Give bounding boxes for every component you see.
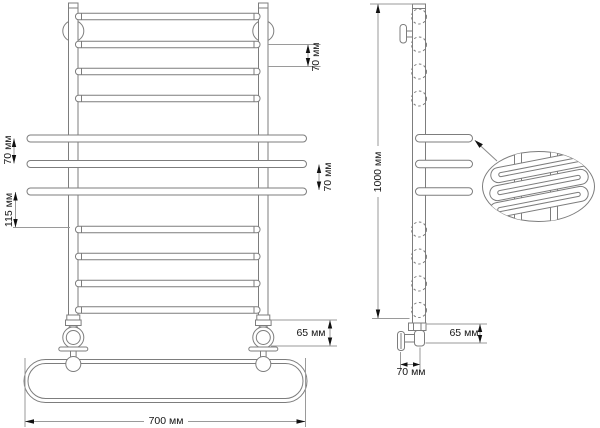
dim-side-valve-height bbox=[425, 323, 487, 344]
side-view bbox=[397, 3, 473, 351]
label-front-width: 700 мм bbox=[148, 414, 184, 427]
callout-leader-arrow-icon bbox=[474, 140, 483, 148]
label-shelf-gap-right: 70 мм bbox=[322, 161, 334, 192]
label-side-valve-height: 65 мм bbox=[449, 326, 479, 339]
label-front-valve-height: 65 мм bbox=[296, 326, 326, 339]
side-shelf-bars bbox=[415, 134, 473, 196]
front-bottom-tube bbox=[23, 359, 308, 403]
callout-leader-line bbox=[477, 143, 498, 162]
dim-front-valve-height bbox=[271, 319, 337, 347]
dim-shelf-to-rung bbox=[13, 192, 70, 228]
dim-wall-offset bbox=[400, 347, 421, 369]
side-hidden-holes bbox=[411, 8, 427, 318]
label-shelf-gap-left: 70 мм bbox=[1, 135, 14, 165]
label-wall-offset: 70 мм bbox=[396, 365, 426, 378]
dim-shelf-gap-right bbox=[316, 164, 322, 190]
front-post-right bbox=[258, 2, 269, 316]
label-top-rung-gap: 70 мм bbox=[309, 41, 322, 72]
side-valve bbox=[397, 322, 427, 351]
label-shelf-to-rung: 115 мм bbox=[3, 192, 15, 227]
dim-front-width bbox=[24, 358, 306, 427]
dim-top-rung-gap bbox=[268, 44, 321, 67]
side-wall-bracket bbox=[399, 24, 413, 44]
front-valve-right bbox=[248, 314, 279, 372]
label-side-height: 1000 мм bbox=[371, 151, 384, 192]
front-lower-rungs bbox=[75, 225, 261, 314]
callout-hairpin-tubes bbox=[489, 151, 590, 219]
front-post-left bbox=[68, 2, 79, 316]
dim-side-height bbox=[370, 3, 413, 319]
front-shelf-bars bbox=[26, 134, 307, 196]
front-top-rungs bbox=[75, 12, 261, 103]
front-valve-left bbox=[58, 314, 89, 372]
dim-shelf-gap-left bbox=[11, 138, 17, 164]
front-view bbox=[23, 2, 308, 403]
detail-callout bbox=[474, 140, 595, 222]
dimension-annotations bbox=[11, 3, 487, 427]
